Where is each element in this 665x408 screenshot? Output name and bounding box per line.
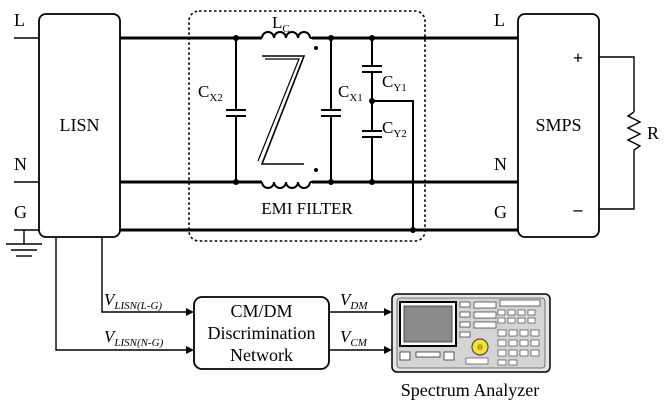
capacitor-cx1 — [321, 35, 341, 185]
v-lisn-lg-label: VLISN(L-G) — [104, 290, 162, 312]
input-lines — [14, 37, 39, 231]
lisn-output-wires — [55, 237, 194, 354]
emi-filter-label: EMI FILTER — [261, 199, 353, 218]
capacitor-cy2 — [362, 130, 382, 185]
cy1-label: CY1 — [382, 72, 407, 94]
lisn-label: LISN — [60, 115, 100, 135]
cy2-label: CY2 — [382, 118, 407, 140]
r-label: R — [647, 123, 659, 143]
v-lisn-ng-label: VLISN(N-G) — [104, 327, 164, 349]
resistor-r — [599, 56, 642, 210]
cmdm-label-line3: Network — [230, 345, 293, 365]
ground-symbol — [6, 230, 42, 257]
lc-label: LC — [272, 13, 290, 35]
cx2-label: CX2 — [198, 82, 223, 104]
line-g-left: G — [14, 202, 27, 222]
v-cm-label: VCM — [340, 327, 368, 349]
smps-label: SMPS — [535, 115, 581, 135]
choke-lc — [257, 31, 318, 189]
spectrum-analyzer-icon — [391, 293, 551, 373]
cmdm-label-line1: CM/DM — [230, 301, 292, 321]
line-l-right: L — [494, 10, 505, 30]
line-n-left: N — [14, 154, 27, 174]
line-g-right: G — [494, 202, 507, 222]
cy-ground-link — [369, 98, 416, 233]
capacitor-cy1 — [362, 35, 382, 131]
minus-sign: – — [573, 199, 584, 219]
emi-filter-boundary — [188, 10, 426, 242]
v-dm-label: VDM — [340, 290, 368, 312]
network-output-wires — [329, 308, 392, 354]
cx1-label: CX1 — [338, 82, 363, 104]
lisn-block — [38, 13, 121, 238]
line-l-left: L — [14, 10, 25, 30]
smps-block — [517, 13, 600, 238]
cmdm-network-block — [193, 296, 330, 370]
capacitor-cx2 — [226, 35, 246, 185]
spectrum-analyzer-label: Spectrum Analyzer — [401, 380, 539, 400]
plus-sign: + — [573, 48, 583, 68]
line-n-right: N — [494, 154, 507, 174]
cmdm-label-line2: Discrimination — [208, 323, 316, 343]
